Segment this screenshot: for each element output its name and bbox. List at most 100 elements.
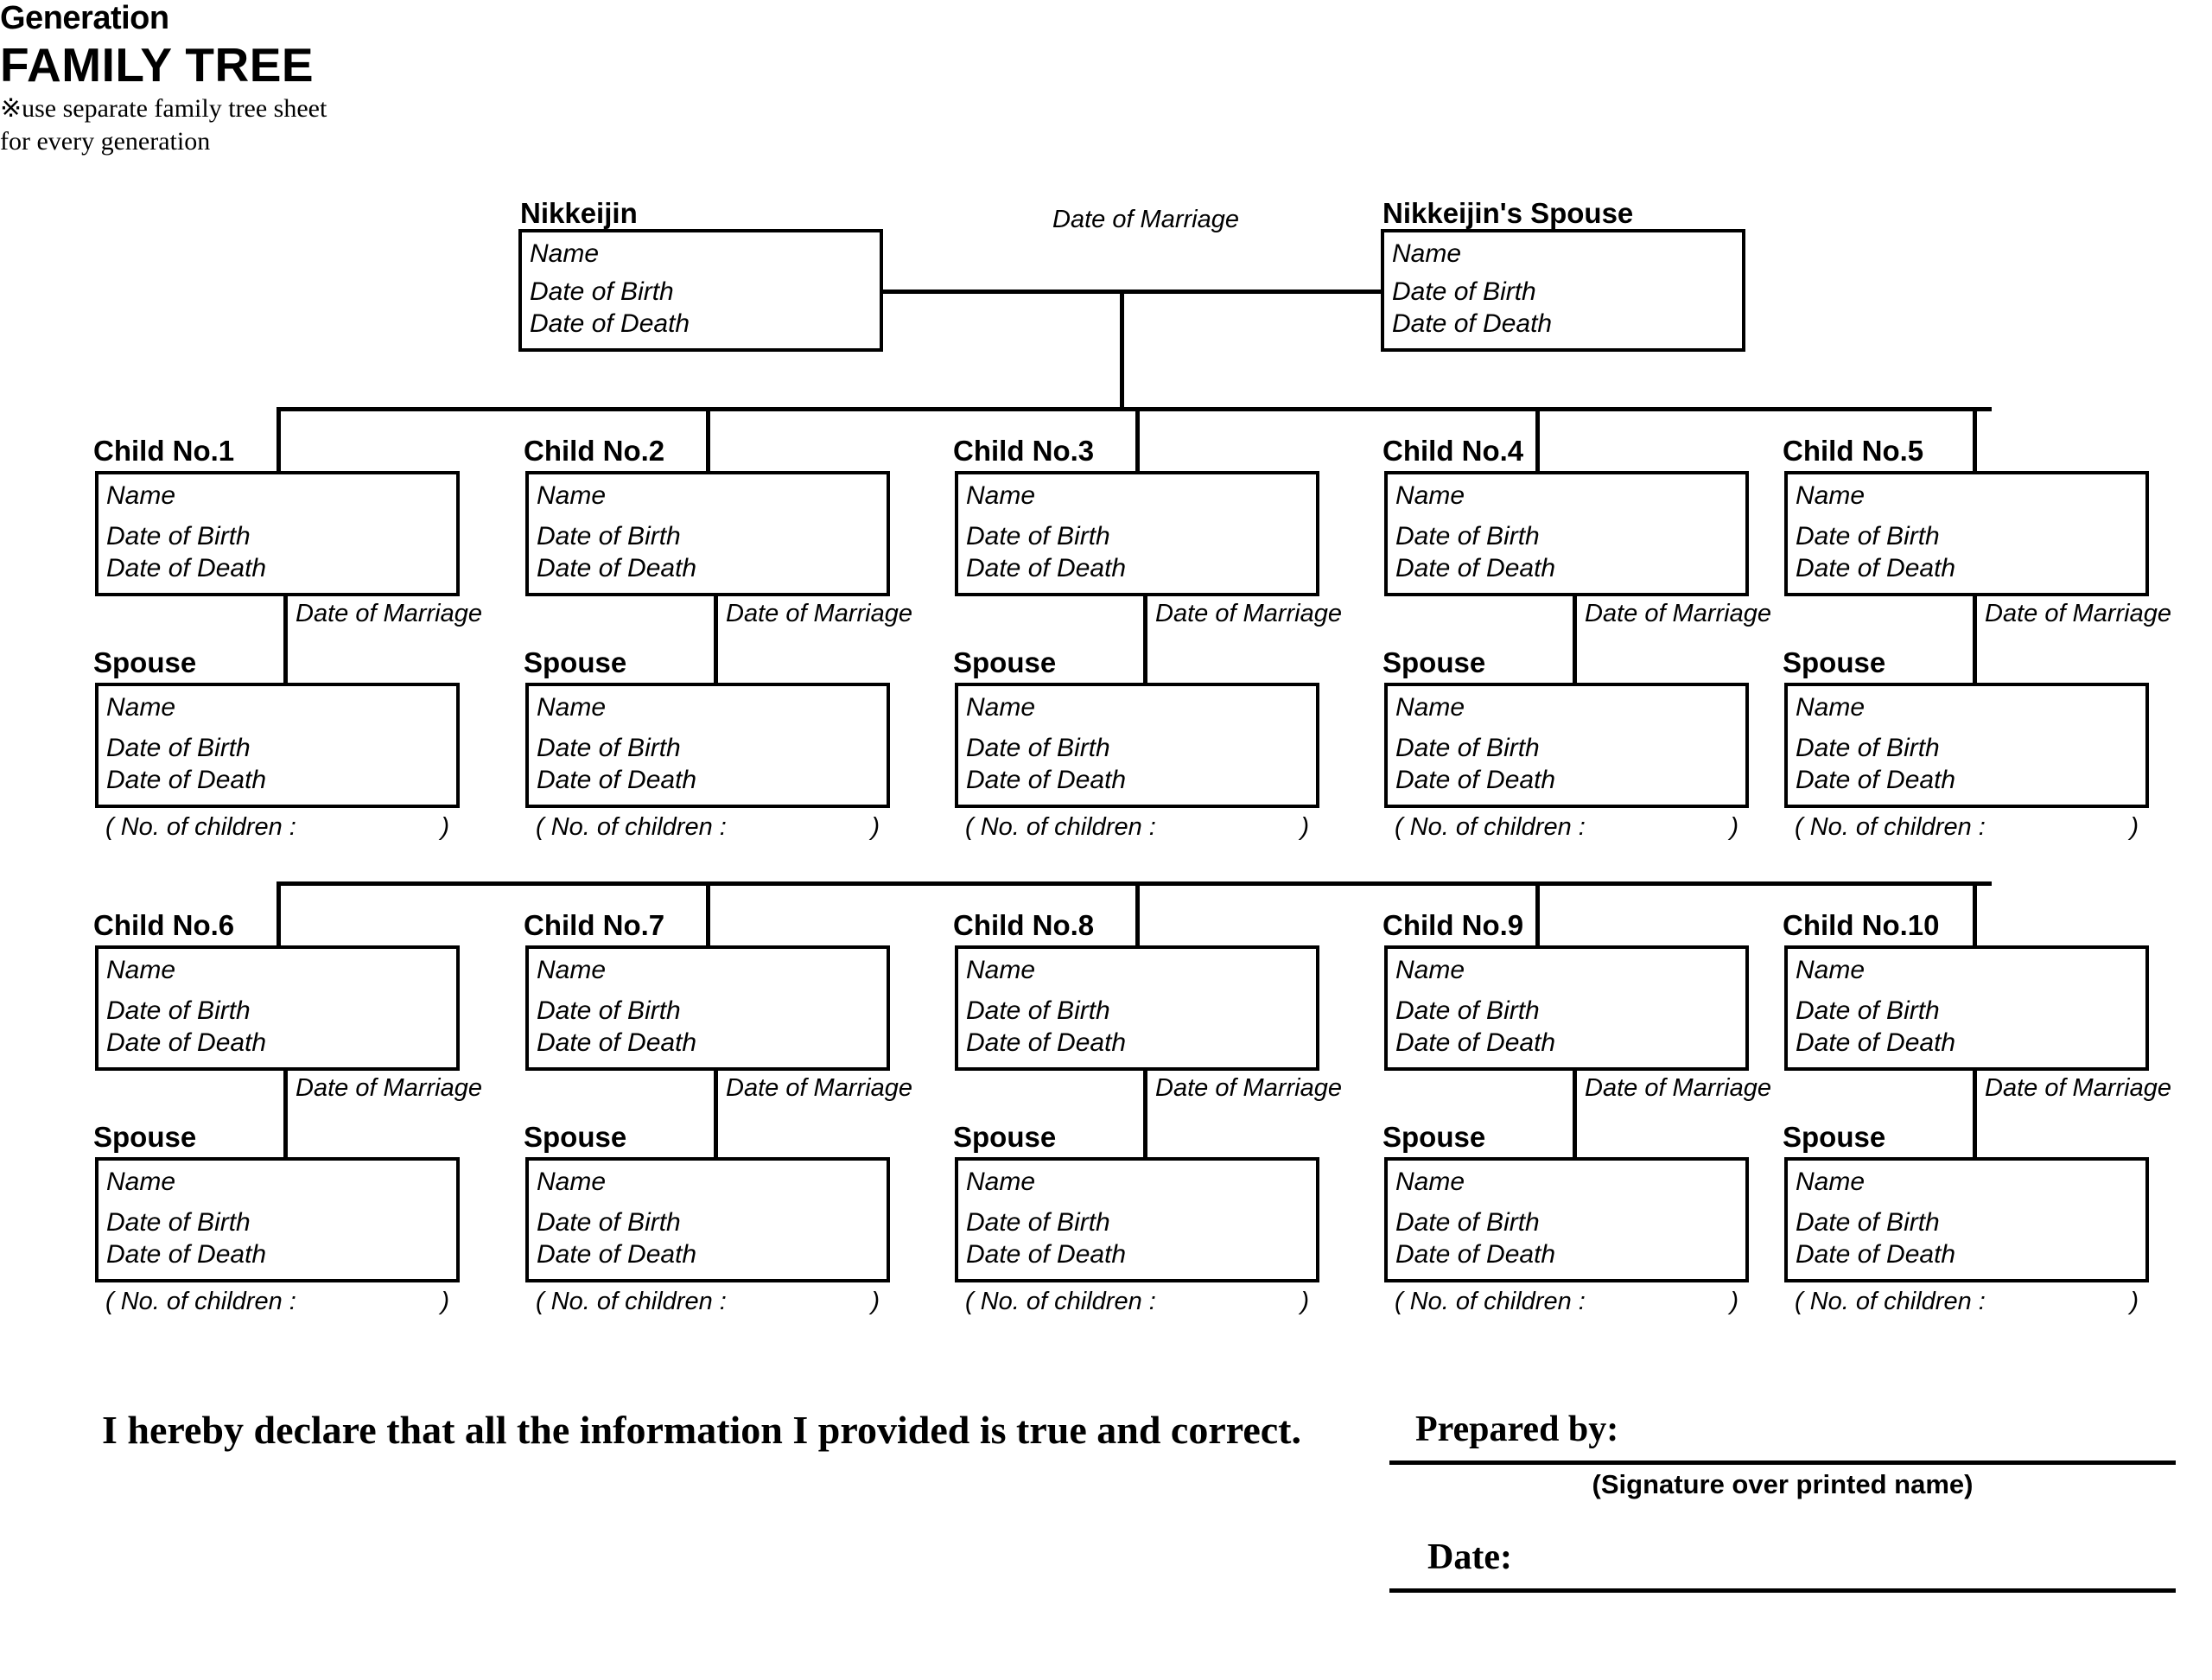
dod-field-label: Date of Death: [537, 766, 697, 794]
dod-field-label: Date of Death: [966, 554, 1127, 582]
dob-field-label: Date of Birth: [1395, 996, 1540, 1025]
no-of-children-9[interactable]: ( No. of children : ): [1395, 1288, 1738, 1315]
no-of-children-3[interactable]: ( No. of children : ): [965, 813, 1309, 841]
no-of-children-close: ): [2130, 813, 2139, 841]
no-of-children-8[interactable]: ( No. of children : ): [965, 1288, 1309, 1315]
no-of-children-5[interactable]: ( No. of children : ): [1795, 813, 2139, 841]
signature-line[interactable]: [1389, 1460, 2176, 1465]
no-of-children-label: ( No. of children :: [1795, 1288, 1986, 1315]
nikkeijin-box[interactable]: Name Date of Birth Date of Death: [518, 229, 883, 352]
name-field-label: Name: [1395, 1168, 1465, 1196]
generation-title: Generation: [0, 0, 169, 36]
child-label-4: Child No.4: [1382, 435, 1524, 467]
dob-field-label: Date of Birth: [1796, 1208, 1940, 1237]
spouse-box-7[interactable]: Name Date of Birth Date of Death: [525, 1157, 890, 1282]
dob-field-label: Date of Birth: [537, 734, 681, 762]
name-field-label: Name: [1392, 239, 1462, 268]
child-drop-line-6: [276, 881, 281, 945]
child-marriage-connector-4: [1573, 593, 1577, 684]
dob-field-label: Date of Birth: [1395, 1208, 1540, 1237]
child-drop-line-9: [1535, 881, 1540, 945]
no-of-children-10[interactable]: ( No. of children : ): [1795, 1288, 2139, 1315]
name-field-label: Name: [1395, 481, 1465, 510]
name-field-label: Name: [106, 693, 176, 722]
date-line[interactable]: [1389, 1588, 2176, 1593]
child-box-8[interactable]: Name Date of Birth Date of Death: [955, 945, 1319, 1071]
no-of-children-1[interactable]: ( No. of children : ): [105, 813, 449, 841]
child-box-6[interactable]: Name Date of Birth Date of Death: [95, 945, 460, 1071]
child-box-7[interactable]: Name Date of Birth Date of Death: [525, 945, 890, 1071]
dob-field-label: Date of Birth: [1796, 734, 1940, 762]
spouse-label-10: Spouse: [1783, 1121, 1886, 1153]
dob-field-label: Date of Birth: [966, 996, 1110, 1025]
child-marriage-connector-10: [1973, 1067, 1977, 1159]
no-of-children-label: ( No. of children :: [965, 1288, 1156, 1315]
no-of-children-2[interactable]: ( No. of children : ): [536, 813, 880, 841]
child-drop-line-5: [1973, 407, 1977, 471]
no-of-children-label: ( No. of children :: [105, 813, 296, 841]
spouse-box-5[interactable]: Name Date of Birth Date of Death: [1784, 683, 2149, 808]
child-label-8: Child No.8: [953, 909, 1095, 941]
dob-field-label: Date of Birth: [1395, 734, 1540, 762]
spouse-box-6[interactable]: Name Date of Birth Date of Death: [95, 1157, 460, 1282]
signature-caption: (Signature over printed name): [1592, 1469, 1974, 1499]
no-of-children-label: ( No. of children :: [1395, 1288, 1586, 1315]
spouse-box-4[interactable]: Name Date of Birth Date of Death: [1384, 683, 1749, 808]
child-label-6: Child No.6: [93, 909, 235, 941]
no-of-children-label: ( No. of children :: [1795, 813, 1986, 841]
dod-field-label: Date of Death: [530, 309, 690, 338]
no-of-children-6[interactable]: ( No. of children : ): [105, 1288, 449, 1315]
child-label-7: Child No.7: [524, 909, 665, 941]
child-date-of-marriage-label-7: Date of Marriage: [726, 1074, 912, 1102]
child-box-10[interactable]: Name Date of Birth Date of Death: [1784, 945, 2149, 1071]
dod-field-label: Date of Death: [1796, 1028, 1956, 1057]
name-field-label: Name: [537, 1168, 607, 1196]
spouse-box-2[interactable]: Name Date of Birth Date of Death: [525, 683, 890, 808]
spouse-label-7: Spouse: [524, 1121, 627, 1153]
spouse-label-9: Spouse: [1382, 1121, 1486, 1153]
dod-field-label: Date of Death: [966, 1240, 1127, 1269]
name-field-label: Name: [530, 239, 600, 268]
name-field-label: Name: [966, 1168, 1036, 1196]
spouse-label-2: Spouse: [524, 646, 627, 678]
child-marriage-connector-9: [1573, 1067, 1577, 1159]
prepared-by-label: Prepared by:: [1415, 1410, 1619, 1449]
child-box-5[interactable]: Name Date of Birth Date of Death: [1784, 471, 2149, 596]
child-marriage-connector-3: [1143, 593, 1147, 684]
name-field-label: Name: [1796, 956, 1866, 984]
spouse-box-10[interactable]: Name Date of Birth Date of Death: [1784, 1157, 2149, 1282]
spouse-box-8[interactable]: Name Date of Birth Date of Death: [955, 1157, 1319, 1282]
no-of-children-close: ): [871, 1288, 880, 1315]
child-box-3[interactable]: Name Date of Birth Date of Death: [955, 471, 1319, 596]
child-label-5: Child No.5: [1783, 435, 1924, 467]
declaration-statement: I hereby declare that all the informatio…: [102, 1408, 1301, 1452]
spouse-label-3: Spouse: [953, 646, 1057, 678]
child-box-4[interactable]: Name Date of Birth Date of Death: [1384, 471, 1749, 596]
nikkeijin-spouse-label: Nikkeijin's Spouse: [1382, 197, 1634, 229]
no-of-children-label: ( No. of children :: [965, 813, 1156, 841]
dod-field-label: Date of Death: [1395, 554, 1556, 582]
child-drop-line-8: [1135, 881, 1140, 945]
child-label-10: Child No.10: [1783, 909, 1940, 941]
dod-field-label: Date of Death: [1796, 1240, 1956, 1269]
dod-field-label: Date of Death: [1796, 766, 1956, 794]
dob-field-label: Date of Birth: [530, 277, 674, 306]
no-of-children-7[interactable]: ( No. of children : ): [536, 1288, 880, 1315]
child-box-9[interactable]: Name Date of Birth Date of Death: [1384, 945, 1749, 1071]
dob-field-label: Date of Birth: [1395, 522, 1540, 550]
dod-field-label: Date of Death: [1796, 554, 1956, 582]
dob-field-label: Date of Birth: [1796, 996, 1940, 1025]
dod-field-label: Date of Death: [537, 1240, 697, 1269]
child-label-1: Child No.1: [93, 435, 235, 467]
nikkeijin-spouse-box[interactable]: Name Date of Birth Date of Death: [1381, 229, 1745, 352]
spouse-box-1[interactable]: Name Date of Birth Date of Death: [95, 683, 460, 808]
child-box-2[interactable]: Name Date of Birth Date of Death: [525, 471, 890, 596]
dob-field-label: Date of Birth: [106, 996, 251, 1025]
spouse-box-9[interactable]: Name Date of Birth Date of Death: [1384, 1157, 1749, 1282]
dod-field-label: Date of Death: [1395, 1028, 1556, 1057]
child-date-of-marriage-label-9: Date of Marriage: [1585, 1074, 1771, 1102]
child-box-1[interactable]: Name Date of Birth Date of Death: [95, 471, 460, 596]
dob-field-label: Date of Birth: [106, 1208, 251, 1237]
no-of-children-4[interactable]: ( No. of children : ): [1395, 813, 1738, 841]
spouse-box-3[interactable]: Name Date of Birth Date of Death: [955, 683, 1319, 808]
